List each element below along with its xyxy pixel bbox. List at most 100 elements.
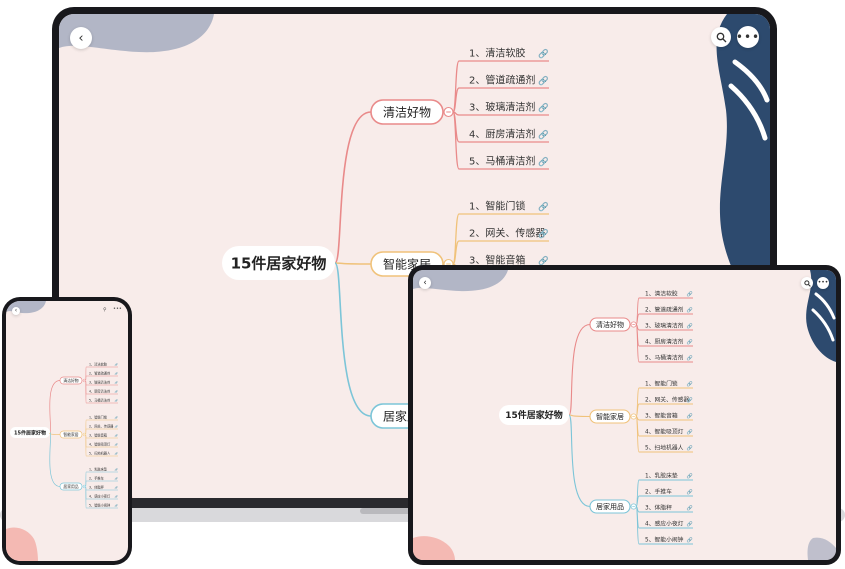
branch-label: 清洁好物 bbox=[383, 105, 431, 119]
link-icon[interactable]: 🔗 bbox=[114, 443, 118, 447]
leaf-item[interactable]: 3、智能音箱🔗 bbox=[85, 433, 119, 439]
search-button[interactable] bbox=[711, 27, 731, 47]
more-dots-icon[interactable]: ••• bbox=[113, 306, 122, 312]
leaf-item[interactable]: 5、扫地机器人🔗 bbox=[635, 416, 693, 453]
root-node[interactable]: 15件居家好物 bbox=[222, 246, 335, 280]
leaf-item[interactable]: 4、厨房清洁剂🔗 bbox=[452, 111, 549, 143]
leaf-item[interactable]: 1、智能门锁🔗 bbox=[452, 200, 549, 265]
back-arrow-icon: ‹ bbox=[14, 307, 18, 314]
link-icon[interactable]: 🔗 bbox=[114, 452, 118, 456]
more-dots-icon: ••• bbox=[817, 279, 829, 286]
link-icon[interactable]: 🔗 bbox=[114, 363, 118, 367]
leaf-label: 2、管道疏通剂 bbox=[469, 74, 535, 87]
link-icon[interactable]: 🔗 bbox=[114, 504, 118, 508]
leaf-item[interactable]: 3、体脂秤🔗 bbox=[636, 503, 693, 513]
leaf-item[interactable]: 5、扫地机器人🔗 bbox=[85, 434, 119, 457]
leaf-item[interactable]: 5、智能小闹钟🔗 bbox=[635, 506, 693, 545]
phone-back-button[interactable]: ‹ bbox=[12, 307, 20, 315]
leaf-label: 4、感应小夜灯 bbox=[89, 494, 111, 499]
branch-node[interactable]: 智能家居 bbox=[589, 409, 631, 424]
leaf-item[interactable]: 2、手推车🔗 bbox=[635, 487, 693, 507]
link-icon[interactable]: 🔗 bbox=[538, 49, 549, 60]
leaf-item[interactable]: 4、智能吸顶灯🔗 bbox=[635, 416, 693, 437]
search-icon bbox=[803, 279, 811, 287]
branch-node[interactable]: 清洁好物 bbox=[59, 376, 83, 385]
leaf-item[interactable]: 5、马桶清洁剂🔗 bbox=[452, 111, 549, 170]
leaf-item[interactable]: 5、马桶清洁剂🔗 bbox=[85, 380, 119, 404]
branch-node[interactable]: 清洁好物 bbox=[589, 317, 631, 332]
leaf-label: 1、乳胶床垫 bbox=[89, 467, 108, 472]
leaf-item[interactable]: 3、玻璃清洁剂🔗 bbox=[636, 321, 693, 331]
link-icon[interactable]: 🔗 bbox=[687, 488, 693, 495]
leaf-item[interactable]: 3、玻璃清洁剂🔗 bbox=[452, 101, 549, 116]
link-icon[interactable]: 🔗 bbox=[687, 380, 693, 387]
link-icon[interactable]: 🔗 bbox=[687, 472, 693, 479]
leaf-item[interactable]: 1、清洁软胶🔗 bbox=[452, 47, 549, 113]
link-icon[interactable]: 🔗 bbox=[538, 202, 549, 213]
link-icon[interactable]: 🔗 bbox=[114, 495, 118, 499]
link-icon[interactable]: 🔗 bbox=[114, 425, 118, 429]
link-icon[interactable]: 🔗 bbox=[114, 390, 118, 394]
leaf-item[interactable]: 5、马桶清洁剂🔗 bbox=[635, 324, 693, 363]
branch-2: 智能家居1、智能门锁🔗2、网关、传感器🔗3、智能音箱🔗4、智能吸顶灯🔗5、扫地机… bbox=[568, 379, 693, 453]
link-icon[interactable]: 🔗 bbox=[687, 444, 693, 451]
leaf-label: 3、玻璃清洁剂 bbox=[645, 321, 684, 329]
tablet-back-button[interactable]: ‹ bbox=[419, 277, 431, 289]
search-icon bbox=[716, 32, 726, 42]
link-icon[interactable]: 🔗 bbox=[114, 477, 118, 481]
link-icon[interactable]: 🔗 bbox=[687, 520, 693, 527]
link-icon[interactable]: 🔗 bbox=[114, 486, 118, 490]
root-node[interactable]: 15件居家好物 bbox=[499, 405, 569, 425]
link-icon[interactable]: 🔗 bbox=[114, 381, 118, 385]
link-icon[interactable]: 🔗 bbox=[687, 412, 693, 419]
search-icon[interactable]: ⚲ bbox=[103, 307, 107, 313]
leaf-label: 4、感应小夜灯 bbox=[645, 519, 684, 527]
link-icon[interactable]: 🔗 bbox=[687, 322, 693, 329]
tablet-more-button[interactable]: ••• bbox=[817, 277, 829, 289]
branch-label: 居家用品 bbox=[63, 484, 78, 489]
link-icon[interactable]: 🔗 bbox=[538, 76, 549, 87]
link-icon[interactable]: 🔗 bbox=[687, 428, 693, 435]
branch-1: 清洁好物1、清洁软胶🔗2、管道疏通剂🔗3、玻璃清洁剂🔗4、厨房清洁剂🔗5、马桶清… bbox=[568, 289, 693, 416]
leaf-item[interactable]: 2、管道疏通剂🔗 bbox=[635, 305, 693, 325]
link-icon[interactable]: 🔗 bbox=[114, 399, 118, 403]
link-icon[interactable]: 🔗 bbox=[687, 354, 693, 361]
leaf-item[interactable]: 2、网关、传感器🔗 bbox=[452, 227, 549, 265]
back-arrow-icon: ‹ bbox=[78, 30, 84, 46]
back-button[interactable]: ‹ bbox=[70, 27, 92, 49]
link-icon[interactable]: 🔗 bbox=[538, 256, 549, 267]
leaf-item[interactable]: 3、智能音箱🔗 bbox=[636, 411, 693, 421]
leaf-label: 1、清洁软胶 bbox=[89, 362, 108, 367]
link-icon[interactable]: 🔗 bbox=[114, 434, 118, 438]
more-button[interactable]: ••• bbox=[736, 26, 759, 48]
link-icon[interactable]: 🔗 bbox=[114, 416, 118, 420]
link-icon[interactable]: 🔗 bbox=[687, 290, 693, 297]
tablet-search-button[interactable] bbox=[801, 277, 813, 289]
leaf-item[interactable]: 2、管道疏通剂🔗 bbox=[452, 74, 549, 113]
link-icon[interactable]: 🔗 bbox=[114, 468, 118, 472]
root-node[interactable]: 15件居家好物 bbox=[10, 427, 50, 438]
branch-node[interactable]: 居家用品 bbox=[589, 499, 631, 514]
leaf-label: 2、手推车 bbox=[89, 476, 104, 481]
link-icon[interactable]: 🔗 bbox=[687, 396, 693, 403]
link-icon[interactable]: 🔗 bbox=[538, 103, 549, 114]
branch-node[interactable]: 居家用品 bbox=[59, 482, 83, 491]
leaf-item[interactable]: 3、玻璃清洁剂 🔗 bbox=[85, 380, 119, 386]
link-icon[interactable]: 🔗 bbox=[538, 157, 549, 168]
leaf-item[interactable]: 5、智能小闹钟🔗 bbox=[85, 486, 119, 509]
link-icon[interactable]: 🔗 bbox=[687, 504, 693, 511]
link-icon[interactable]: 🔗 bbox=[538, 130, 549, 141]
link-icon[interactable]: 🔗 bbox=[538, 229, 549, 240]
link-icon[interactable]: 🔗 bbox=[114, 372, 118, 376]
leaf-label: 3、玻璃清洁剂 bbox=[89, 380, 110, 385]
leaf-item[interactable]: 3、体脂秤🔗 bbox=[85, 485, 119, 491]
link-icon[interactable]: 🔗 bbox=[687, 306, 693, 313]
link-icon[interactable]: 🔗 bbox=[687, 536, 693, 543]
link-icon[interactable]: 🔗 bbox=[687, 338, 693, 345]
leaf-label: 2、管道疏通剂 bbox=[89, 371, 110, 376]
branch-node[interactable]: 智能家居 bbox=[59, 430, 83, 439]
leaf-item[interactable]: 2、管道疏通剂 🔗 bbox=[85, 371, 119, 381]
branch-node[interactable]: 清洁好物 bbox=[370, 99, 444, 125]
